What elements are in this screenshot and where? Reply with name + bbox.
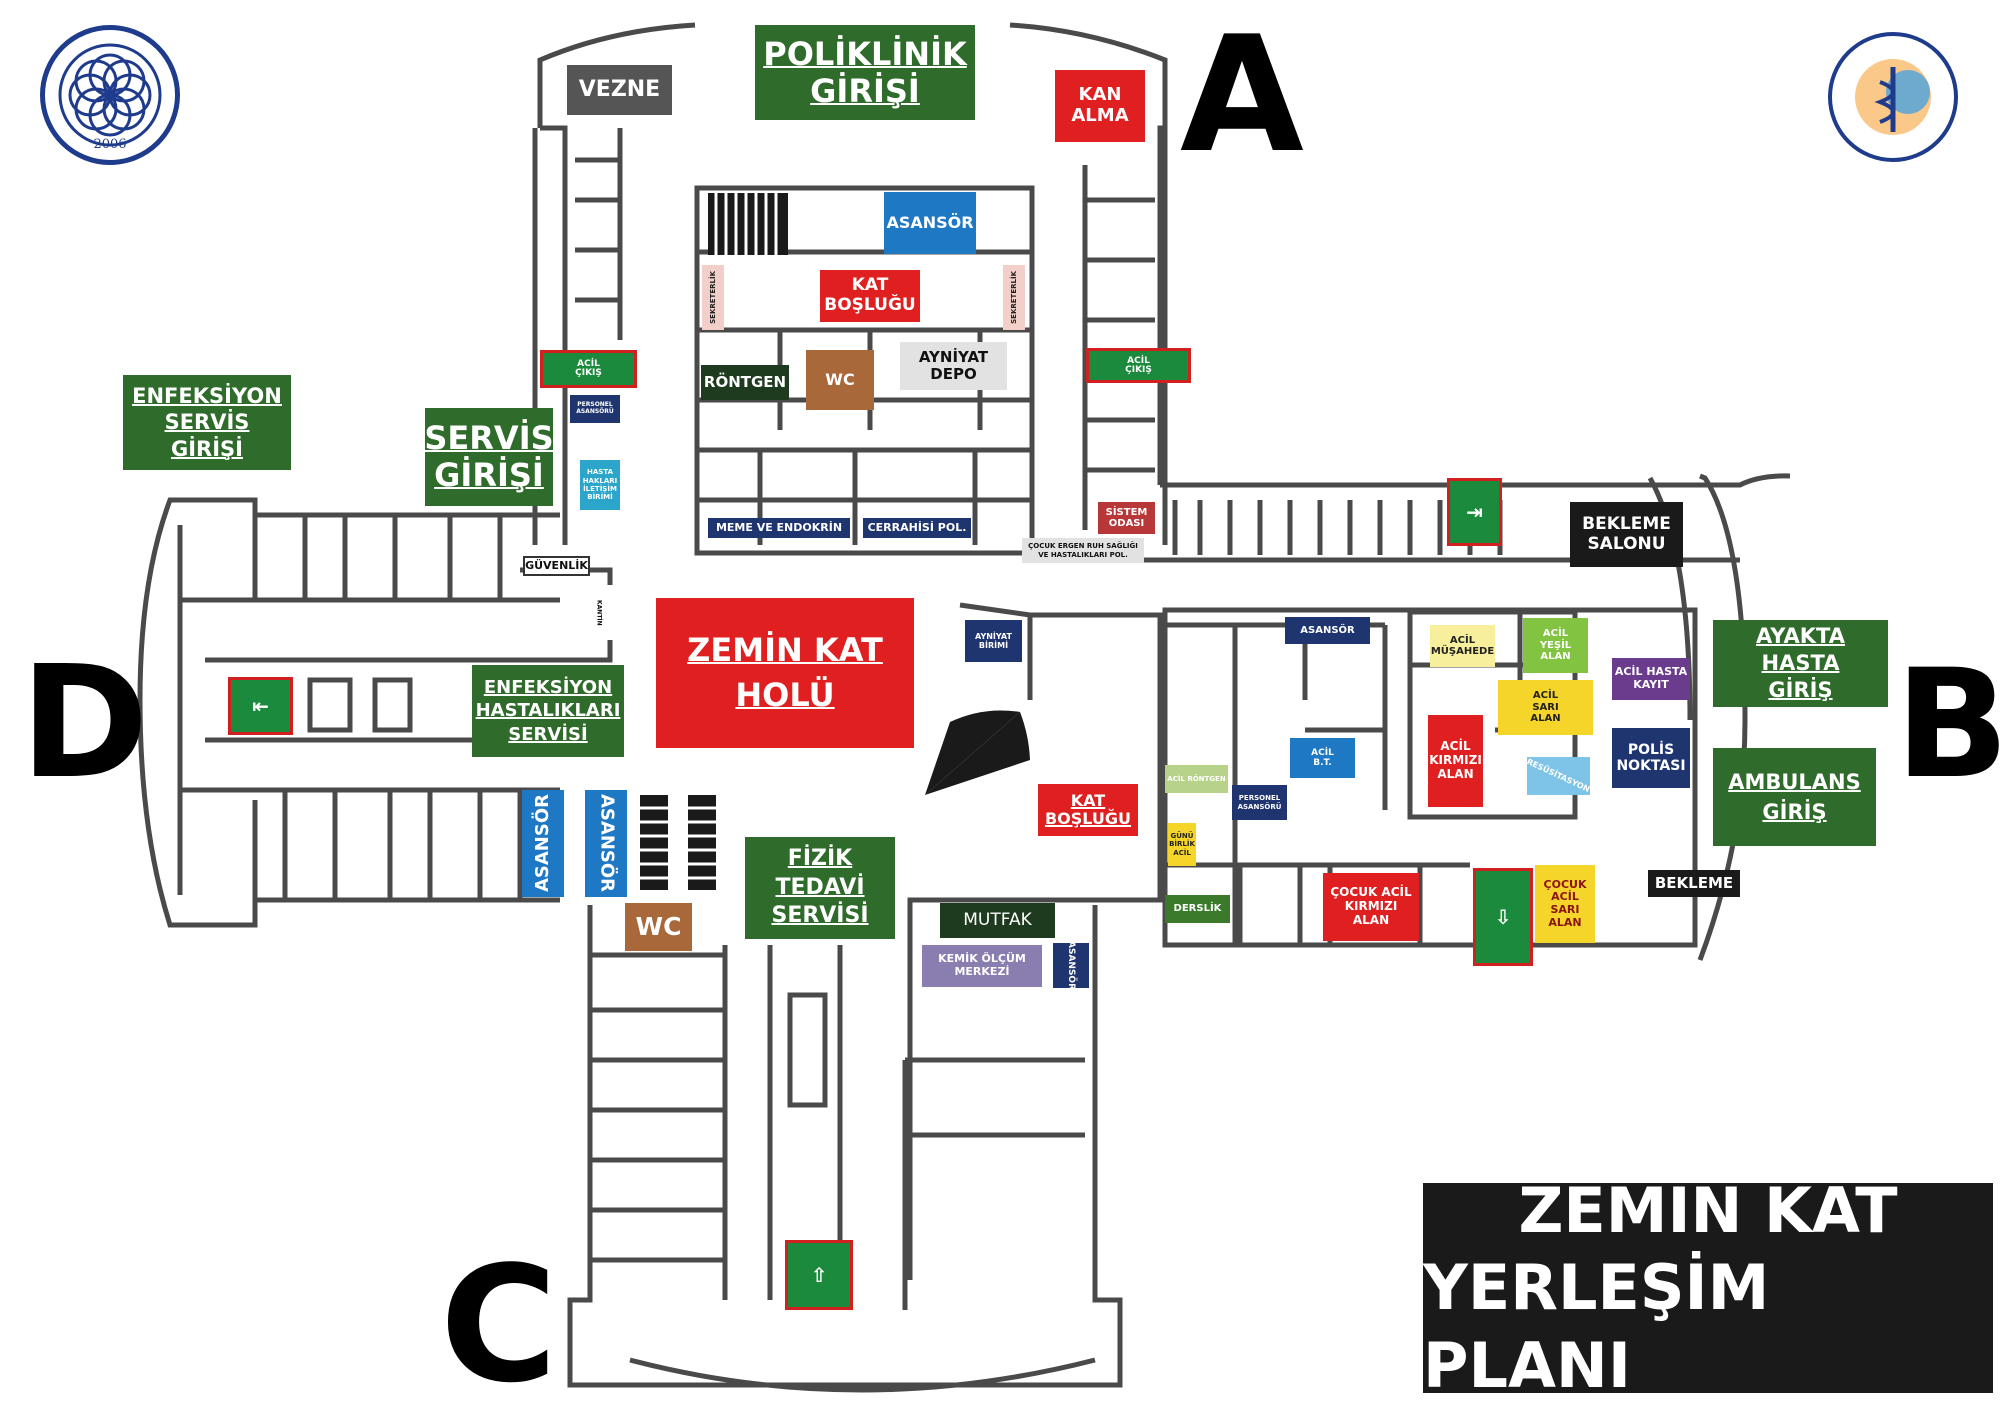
room-kantin: KANTİN	[583, 585, 613, 640]
room-bekleme: BEKLEME	[1648, 870, 1740, 897]
room-resusitasyon: RESÜSİTASYON	[1527, 757, 1590, 795]
room-guvenlik: GÜVENLİK	[523, 556, 590, 576]
room-acil-rontgen: ACİL RÖNTGEN	[1165, 765, 1228, 793]
running-person-icon: ⇧	[810, 1263, 828, 1287]
room-derslik: DERSLİK	[1165, 895, 1230, 923]
spiral-staircase	[925, 710, 1030, 795]
room-asansor-top: ASANSÖR	[884, 192, 976, 254]
wing-d-letter: D	[20, 632, 149, 813]
stairs-left	[640, 795, 716, 890]
room-personel-asansoru-b: PERSONEL ASANSÖRÜ	[1232, 785, 1287, 820]
rosette-icon	[58, 43, 162, 147]
university-logo: 2006	[40, 25, 180, 165]
room-vezne: VEZNE	[567, 65, 672, 115]
caduceus-icon	[1855, 59, 1931, 135]
room-mutfak: MUTFAK	[940, 903, 1055, 938]
emergency-exit-c: ⇧	[785, 1240, 853, 1310]
room-sekreterlik-right: SEKRETERLİK	[1003, 265, 1025, 330]
logo-year: 2006	[93, 137, 127, 152]
room-asansor-b: ASANSÖR	[1285, 617, 1370, 644]
emergency-exit-d: ⇤	[228, 677, 293, 735]
running-person-icon: ⇤	[252, 694, 269, 718]
room-wc-top: WC	[806, 350, 874, 410]
room-wc-mid: WC	[625, 903, 692, 951]
room-cerrahisi-pol: CERRAHİSİ POL.	[863, 518, 971, 538]
wing-b-letter: B	[1895, 638, 2000, 812]
room-personel-asansoru: PERSONEL ASANSÖRÜ	[570, 395, 620, 423]
room-asansor-left-2: ASANSÖR	[585, 790, 627, 897]
room-sekreterlik-left: SEKRETERLİK	[702, 265, 724, 330]
room-asansor-left-1: ASANSÖR	[522, 790, 564, 897]
floor-plan-title: ZEMİN KAT YERLEŞİM PLANI	[1423, 1174, 1993, 1402]
running-person-icon: ⇩	[1494, 905, 1512, 929]
emergency-exit-b-top: ⇥	[1447, 478, 1502, 546]
running-person-icon: ⇥	[1466, 500, 1483, 524]
hospital-logo	[1828, 32, 1958, 162]
room-meme-endokrin: MEME VE ENDOKRİN	[708, 518, 850, 538]
wing-c-letter: C	[440, 1231, 558, 1418]
room-asansor-small: ASANSÖR	[1053, 943, 1089, 988]
wing-a-letter: A	[1180, 1, 1304, 188]
emergency-exit-b-bottom: ⇩	[1473, 868, 1533, 966]
room-rontgen: RÖNTGEN	[701, 365, 789, 400]
